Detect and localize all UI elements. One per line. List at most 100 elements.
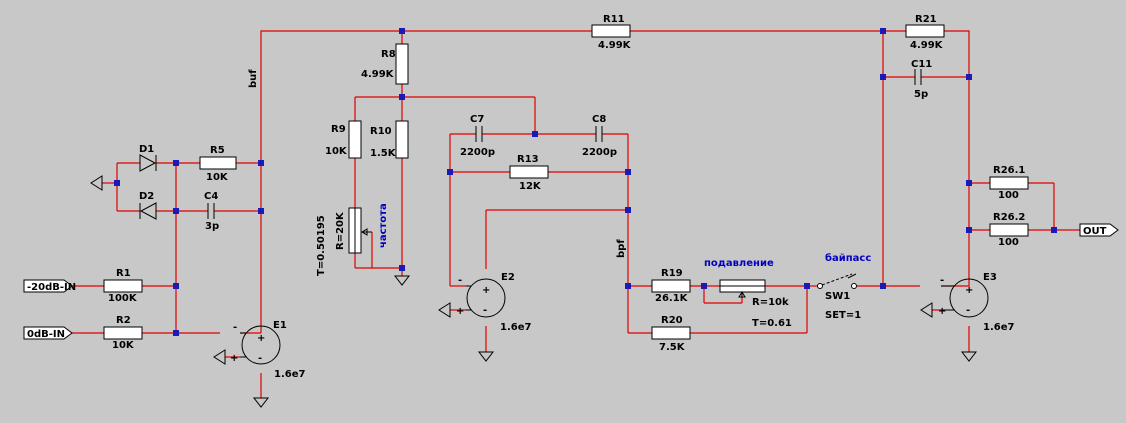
resistor-r13: [509, 165, 549, 179]
resistor-r21: [905, 24, 945, 38]
pot2-r: R=10k: [752, 297, 789, 308]
c11-value: 5p: [914, 89, 928, 100]
resistor-r10: [395, 120, 409, 159]
c7-name: C7: [470, 114, 484, 125]
c8-name: C8: [592, 114, 606, 125]
r5-name: R5: [210, 145, 225, 156]
pot1-t: T=0.50195: [316, 215, 327, 276]
source-e3: - + + -: [938, 275, 989, 318]
resistor-r11: [591, 24, 631, 38]
resistors[interactable]: [103, 24, 1029, 340]
ground-symbols: [90, 175, 978, 408]
switch-sw1[interactable]: [817, 273, 857, 289]
ground-icon-e3-plus: [920, 302, 933, 318]
svg-text:+: +: [257, 333, 265, 344]
r5-value: 10K: [206, 172, 229, 183]
resistor-r2: [103, 326, 143, 340]
svg-text:-: -: [966, 305, 970, 316]
svg-text:+: +: [938, 306, 946, 317]
r26-1-name: R26.1: [993, 165, 1025, 176]
resistor-r9: [348, 120, 362, 159]
ground-icon-diodes: [90, 175, 103, 191]
port-in0-shape: [23, 326, 73, 340]
port-in0-label: 0dB-IN: [27, 329, 65, 340]
ground-icon-e1-out: [252, 397, 270, 408]
port-in20-shape: [23, 279, 73, 293]
ground-icon-e2-plus: [438, 302, 451, 318]
e1-value: 1.6e7: [274, 369, 305, 380]
r8-name: R8: [381, 49, 396, 60]
e1-name: E1: [273, 320, 287, 331]
r2-value: 10K: [112, 340, 135, 351]
svg-text:-: -: [233, 322, 237, 333]
diodes[interactable]: [139, 154, 157, 220]
pot2-t: T=0.61: [752, 318, 792, 329]
r10-value: 1.5K: [370, 148, 397, 159]
diode-d1: [139, 154, 157, 172]
r2-name: R2: [116, 315, 131, 326]
voltage-sources[interactable]: - + + - - + + - - + + -: [230, 275, 989, 365]
net-bpf: bpf: [616, 239, 627, 258]
r20-name: R20: [661, 315, 683, 326]
svg-text:-: -: [940, 275, 944, 286]
r11-name: R11: [603, 14, 625, 25]
net-buf: buf: [248, 69, 259, 88]
e2-value: 1.6e7: [500, 322, 531, 333]
labels: -20dB-IN 0dB-IN OUT R1 100K R2 10K R5 10…: [27, 14, 1107, 380]
resistor-r19: [651, 279, 691, 293]
source-e2: - + + -: [456, 275, 506, 318]
sw1-name: SW1: [825, 291, 850, 302]
resistor-r8: [395, 43, 409, 85]
r1-name: R1: [116, 268, 131, 279]
port-out-shape: [1079, 223, 1119, 237]
r21-value: 4.99K: [910, 40, 944, 51]
ports[interactable]: [23, 223, 1119, 340]
r9-name: R9: [331, 124, 346, 135]
r21-name: R21: [915, 14, 937, 25]
svg-text:-: -: [458, 275, 462, 286]
r20-value: 7.5K: [659, 342, 686, 353]
e3-name: E3: [983, 272, 997, 283]
r8-value: 4.99K: [361, 69, 395, 80]
svg-text:+: +: [230, 353, 238, 364]
c7-value: 2200p: [460, 147, 495, 158]
sw1-set: SET=1: [825, 310, 861, 321]
diode-d2: [139, 202, 157, 220]
pot1-label: частота: [378, 203, 389, 248]
pot2-label: подавление: [704, 258, 774, 269]
c11-name: C11: [911, 59, 932, 70]
r19-value: 26.1K: [655, 293, 689, 304]
ground-icon-e1-plus: [213, 349, 226, 365]
r13-name: R13: [517, 154, 539, 165]
resistor-r5: [199, 156, 237, 170]
c8-value: 2200p: [582, 147, 617, 158]
port-in20-label: -20dB-IN: [27, 282, 76, 293]
svg-text:-: -: [483, 305, 487, 316]
source-e1: - + + -: [230, 322, 281, 365]
resistor-r26-2: [989, 223, 1029, 237]
r1-value: 100K: [108, 293, 138, 304]
r9-value: 10K: [325, 146, 348, 157]
capacitor-c11: [914, 69, 922, 85]
r26-2-name: R26.2: [993, 212, 1025, 223]
e3-value: 1.6e7: [983, 322, 1014, 333]
c4-value: 3p: [205, 221, 219, 232]
ground-icon-pot1: [393, 275, 411, 286]
svg-text:-: -: [258, 353, 262, 364]
capacitors[interactable]: [207, 69, 922, 219]
r11-value: 4.99K: [598, 40, 632, 51]
r13-value: 12K: [519, 181, 542, 192]
e2-name: E2: [501, 272, 515, 283]
svg-text:+: +: [482, 285, 490, 296]
port-out-label: OUT: [1083, 226, 1107, 237]
junctions: [114, 28, 1057, 336]
c4-name: C4: [204, 191, 218, 202]
r26-1-value: 100: [998, 190, 1019, 201]
resistor-r1: [103, 279, 143, 293]
sw1-label: байпасс: [825, 252, 871, 264]
ground-icon-e3-out: [960, 351, 978, 362]
svg-text:+: +: [456, 306, 464, 317]
ground-icon-e2-out: [477, 351, 495, 362]
r10-name: R10: [370, 126, 392, 137]
